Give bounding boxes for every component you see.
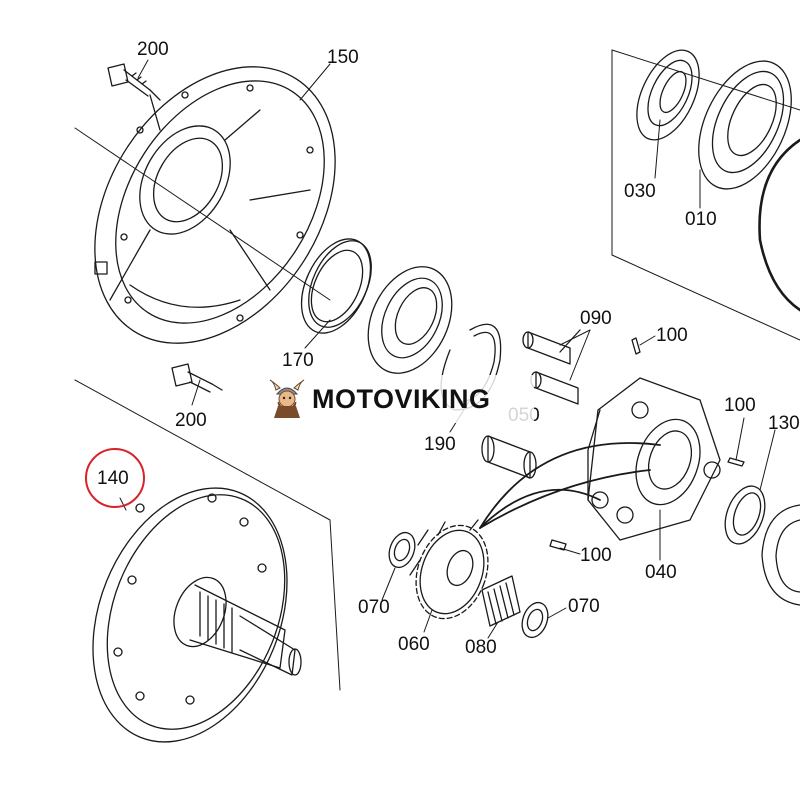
needle-bearing-080 — [482, 576, 520, 626]
washer-070-left — [385, 529, 420, 571]
callout-070-left: 070 — [358, 598, 390, 617]
gear-060 — [404, 515, 501, 628]
hub-shaft-140 — [57, 459, 323, 771]
bearing-030 — [624, 41, 712, 150]
callout-100-top: 100 — [656, 326, 688, 345]
callout-040: 040 — [645, 563, 677, 582]
callout-060: 060 — [398, 635, 430, 654]
callout-070-right: 070 — [568, 597, 600, 616]
carrier-040 — [588, 378, 720, 540]
callout-100-bottom: 100 — [580, 546, 612, 565]
section-frame-lines — [75, 50, 800, 690]
bolt-200-top — [108, 64, 160, 100]
o-ring-right — [760, 140, 800, 310]
callout-100-right: 100 — [724, 396, 756, 415]
callout-130: 130 — [768, 414, 800, 433]
shaft-050 — [482, 436, 536, 478]
bearing-right-bottom — [762, 505, 800, 605]
callout-030: 030 — [624, 182, 656, 201]
callout-010: 010 — [685, 210, 717, 229]
washer-070-right — [518, 599, 553, 641]
callout-200-top: 200 — [137, 40, 169, 59]
callout-090: 090 — [580, 309, 612, 328]
callout-080: 080 — [465, 638, 497, 657]
viking-mascot-icon — [264, 376, 310, 422]
brand-name: MOTOVIKING — [312, 384, 491, 415]
callout-190: 190 — [424, 435, 456, 454]
callout-leader-lines — [120, 60, 775, 638]
callout-150: 150 — [327, 48, 359, 67]
callout-170: 170 — [282, 351, 314, 370]
bearing-010 — [680, 46, 800, 203]
housing-150 — [45, 22, 385, 388]
bearing-180 — [352, 253, 468, 387]
brand-watermark: MOTOVIKING — [262, 375, 534, 423]
seal-170 — [288, 228, 385, 344]
callout-200-bottom: 200 — [175, 411, 207, 430]
callout-140: 140 — [97, 469, 129, 488]
